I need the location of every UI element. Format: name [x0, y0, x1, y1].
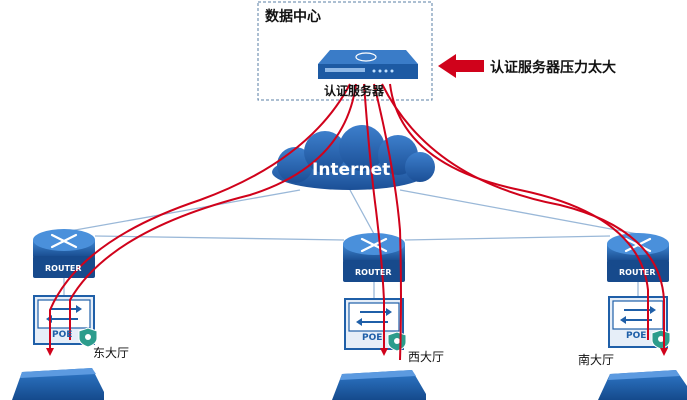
access-switch-west-icon[interactable]: [332, 370, 426, 400]
path-east-2: [69, 83, 357, 340]
shield-west-icon: [387, 331, 407, 352]
hall-west-label: 西大厅: [408, 350, 445, 364]
path-east-1: [46, 83, 351, 356]
router-east-icon[interactable]: [33, 229, 95, 278]
auth-server-label: 认证服务器: [324, 84, 385, 98]
poe-west-label: POE: [362, 333, 383, 343]
router-east-label: ROUTER: [45, 264, 82, 273]
access-switch-east-icon[interactable]: [12, 368, 104, 400]
access-switch-south-icon[interactable]: [598, 370, 687, 400]
poe-east-label: POE: [52, 330, 73, 340]
datacenter-frame: [257, 1, 433, 101]
shield-south-icon: [651, 329, 671, 350]
link-cloud-router-south: [399, 189, 639, 235]
callout-arrow-icon: [438, 54, 484, 78]
link-router-west-router-south: [404, 235, 611, 241]
datacenter-title: 数据中心: [265, 9, 321, 25]
path-south-2: [389, 83, 649, 340]
path-west-1: [363, 83, 388, 356]
link-cloud-router-west: [349, 189, 375, 235]
path-south-1: [381, 83, 668, 356]
shield-east-icon: [78, 327, 98, 348]
auth-server-icon[interactable]: [318, 50, 418, 79]
auth-traffic-paths: [46, 83, 668, 361]
router-south-label: ROUTER: [619, 268, 656, 277]
link-router-east-router-west: [94, 235, 345, 241]
path-west-2: [373, 83, 402, 361]
router-west-label: ROUTER: [355, 268, 392, 277]
hall-south-label: 南大厅: [578, 353, 615, 367]
poe-south-label: POE: [626, 331, 647, 341]
callout-text: 认证服务器压力太大: [490, 60, 616, 76]
link-cloud-router-east: [63, 189, 301, 233]
hall-east-label: 东大厅: [93, 346, 130, 360]
router-west-icon[interactable]: [343, 233, 405, 282]
internet-label: Internet: [312, 160, 391, 180]
network-links: [63, 189, 639, 299]
